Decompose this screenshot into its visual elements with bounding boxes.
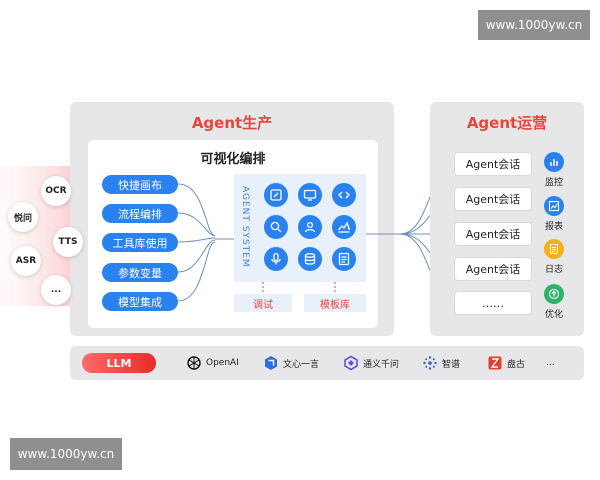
- agent-operations-title: Agent运营: [466, 114, 548, 132]
- feature-label-optimize: 优化: [544, 310, 563, 320]
- document-icon[interactable]: [332, 247, 356, 271]
- user-voice-icon[interactable]: [298, 215, 322, 239]
- pill-flow-orchestration[interactable]: 流程编排: [102, 204, 178, 223]
- input-asr[interactable]: ASR: [11, 246, 41, 276]
- pangu-icon: [487, 355, 503, 371]
- tongyi-icon: [343, 355, 359, 371]
- agent-session-more[interactable]: ……: [454, 291, 532, 315]
- model-label-tongyi: 通义千问: [363, 359, 400, 370]
- pill-model-integration[interactable]: 模型集成: [102, 292, 178, 311]
- feature-label-log: 日志: [544, 265, 563, 275]
- database-icon[interactable]: [298, 247, 322, 271]
- model-label-more: ...: [546, 358, 555, 368]
- pill-toolkit-usage[interactable]: 工具库使用: [102, 233, 178, 252]
- agent-session-3[interactable]: Agent会话: [454, 222, 532, 246]
- input-ocr[interactable]: OCR: [41, 176, 71, 206]
- upgrade-icon[interactable]: [544, 284, 564, 304]
- watermark-top: www.1000yw.cn: [478, 10, 590, 40]
- llm-label: LLM: [82, 353, 156, 373]
- tab-template-library[interactable]: 模板库: [304, 294, 366, 312]
- model-label-wenxin: 文心一言: [283, 359, 320, 370]
- model-label-openai: OpenAI: [206, 358, 239, 368]
- model-wenxin[interactable]: 文心一言: [263, 354, 319, 372]
- feature-label-report: 报表: [544, 222, 563, 232]
- zhipu-icon: [422, 355, 438, 371]
- input-yuewen[interactable]: 悦问: [8, 202, 38, 232]
- model-openai[interactable]: OpenAI: [186, 354, 239, 372]
- visual-orchestration-title: 可视化编排: [200, 152, 266, 167]
- chart-peak-icon[interactable]: [332, 215, 356, 239]
- bar-chart-icon[interactable]: [544, 152, 564, 172]
- log-icon[interactable]: [544, 239, 564, 259]
- model-label-pangu: 盘古: [507, 359, 526, 370]
- model-zhipu[interactable]: 智谱: [422, 354, 460, 372]
- code-icon[interactable]: [332, 183, 356, 207]
- model-pangu[interactable]: 盘古: [487, 354, 525, 372]
- edit-icon[interactable]: [264, 183, 288, 207]
- feature-label-monitor: 监控: [544, 178, 563, 188]
- model-tongyi[interactable]: 通义千问: [343, 354, 399, 372]
- input-tts[interactable]: TTS: [53, 227, 83, 257]
- model-more[interactable]: ...: [546, 354, 555, 372]
- agent-system-label: AGENT SYSTEM: [240, 186, 250, 268]
- microphone-icon[interactable]: [264, 247, 288, 271]
- openai-icon: [186, 355, 202, 371]
- agent-session-4[interactable]: Agent会话: [454, 257, 532, 281]
- pill-quick-canvas[interactable]: 快捷画布: [102, 175, 178, 194]
- agent-session-1[interactable]: Agent会话: [454, 152, 532, 176]
- monitor-icon[interactable]: [298, 183, 322, 207]
- model-label-zhipu: 智谱: [442, 359, 461, 370]
- watermark-bottom: www.1000yw.cn: [10, 438, 122, 470]
- search-icon[interactable]: [264, 215, 288, 239]
- line-chart-icon[interactable]: [544, 196, 564, 216]
- tab-debug[interactable]: 调试: [234, 294, 292, 312]
- pill-parameter-variables[interactable]: 参数变量: [102, 263, 178, 282]
- input-more[interactable]: ...: [41, 275, 71, 305]
- wenxin-icon: [263, 355, 279, 371]
- agent-session-2[interactable]: Agent会话: [454, 187, 532, 211]
- agent-generation-title: Agent生产: [191, 114, 273, 132]
